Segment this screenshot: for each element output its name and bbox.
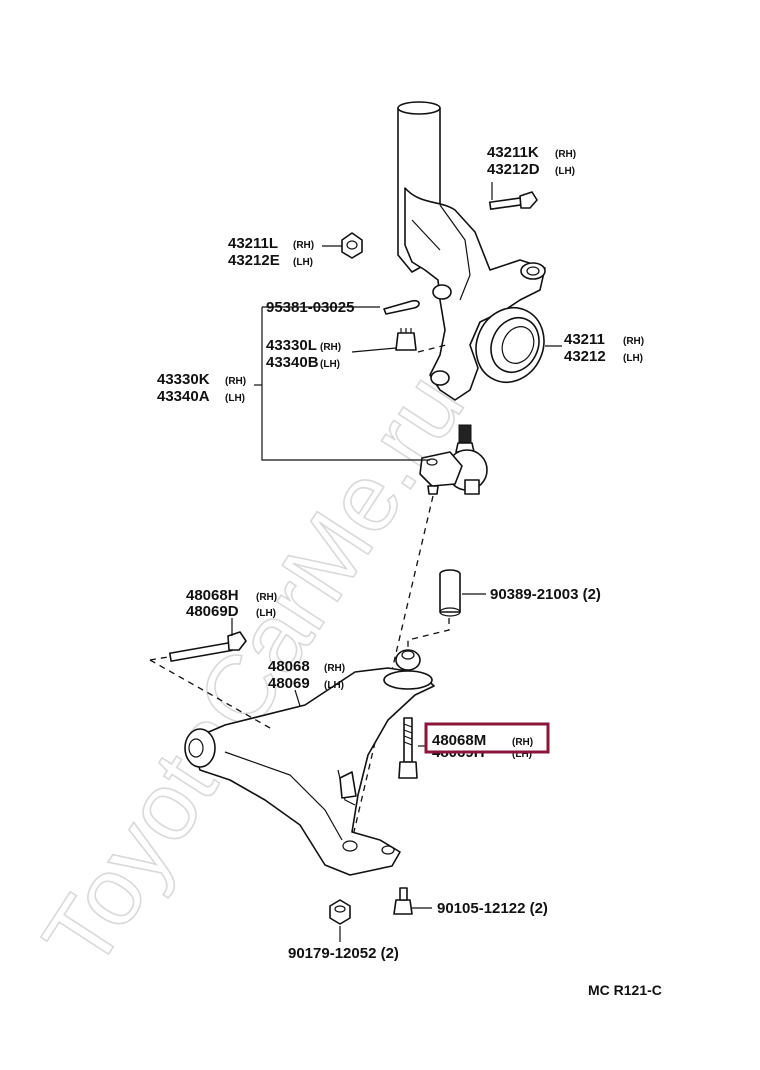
ball-joint-part[interactable] bbox=[419, 424, 488, 495]
svg-text:(RH): (RH) bbox=[225, 376, 246, 387]
highlight-box bbox=[424, 722, 550, 754]
svg-text:43212D: 43212D bbox=[487, 161, 540, 178]
svg-text:48068: 48068 bbox=[268, 658, 310, 675]
svg-text:(RH): (RH) bbox=[320, 342, 341, 353]
collar-90389-part[interactable] bbox=[439, 569, 461, 617]
bolt-48068h-part[interactable] bbox=[168, 631, 247, 662]
lower-arm-part[interactable] bbox=[184, 649, 435, 876]
svg-text:43340B: 43340B bbox=[266, 354, 319, 371]
svg-text:48069: 48069 bbox=[268, 675, 310, 692]
collar-alignment-line bbox=[407, 618, 450, 650]
bolt-43211k-part[interactable] bbox=[488, 191, 538, 210]
svg-text:43211L: 43211L bbox=[228, 235, 278, 252]
cotter-pin-part[interactable] bbox=[383, 299, 420, 315]
svg-text:(LH): (LH) bbox=[623, 353, 643, 364]
svg-text:(RH): (RH) bbox=[623, 336, 644, 347]
svg-text:(LH): (LH) bbox=[512, 749, 532, 760]
svg-text:95381-03025: 95381-03025 bbox=[266, 299, 354, 316]
label-balljoint-43330k[interactable]: 43330K (RH) 43340A (LH) bbox=[157, 371, 246, 405]
svg-text:(LH): (LH) bbox=[324, 680, 344, 691]
svg-text:(LH): (LH) bbox=[293, 257, 313, 268]
label-bolt-48068h[interactable]: 48068H (RH) 48069D (LH) bbox=[186, 587, 277, 620]
svg-text:90179-12052 (2): 90179-12052 (2) bbox=[288, 945, 399, 962]
svg-text:43212E: 43212E bbox=[228, 252, 280, 269]
svg-text:90105-12122 (2): 90105-12122 (2) bbox=[437, 900, 548, 917]
label-bolt-48068m[interactable]: 48069H (LH) 48068M (RH) bbox=[424, 722, 550, 761]
label-arm-48068[interactable]: 48068 (RH) 48069 (LH) bbox=[268, 658, 345, 692]
svg-text:(LH): (LH) bbox=[225, 393, 245, 404]
bolt-alignment-line bbox=[149, 659, 271, 729]
nut-90179-part[interactable] bbox=[329, 899, 351, 925]
label-nut-43330l[interactable]: 43330L (RH) 43340B (LH) bbox=[266, 337, 341, 371]
svg-text:90389-21003 (2): 90389-21003 (2) bbox=[490, 586, 601, 603]
svg-text:43212: 43212 bbox=[564, 348, 606, 365]
leader-lines bbox=[231, 182, 562, 942]
svg-text:(LH): (LH) bbox=[320, 359, 340, 370]
label-nut-43211l[interactable]: 43211L (RH) 43212E (LH) bbox=[228, 235, 314, 269]
diagram-reference: MC R121-C bbox=[588, 982, 662, 998]
steering-knuckle-part[interactable] bbox=[397, 101, 556, 401]
svg-text:(RH): (RH) bbox=[324, 663, 345, 674]
bolt-48068m-part[interactable] bbox=[398, 717, 418, 779]
svg-text:43211K: 43211K bbox=[487, 144, 539, 161]
svg-text:(LH): (LH) bbox=[256, 608, 276, 619]
label-collar-90389[interactable]: 90389-21003 (2) bbox=[490, 586, 601, 603]
svg-text:43330K: 43330K bbox=[157, 371, 210, 388]
svg-text:48069D: 48069D bbox=[186, 603, 239, 620]
svg-text:(LH): (LH) bbox=[555, 166, 575, 177]
label-pin-95381[interactable]: 95381-03025 bbox=[266, 299, 354, 316]
svg-text:43340A: 43340A bbox=[157, 388, 210, 405]
bolt-90105-part[interactable] bbox=[393, 887, 413, 915]
svg-text:43330L: 43330L bbox=[266, 337, 317, 354]
nut-43211l-part[interactable] bbox=[341, 232, 363, 259]
label-knuckle-43211[interactable]: 43211 (RH) 43212 (LH) bbox=[564, 331, 644, 365]
label-nut-90179[interactable]: 90179-12052 (2) bbox=[288, 945, 399, 962]
svg-text:48068M: 48068M bbox=[432, 732, 486, 749]
castle-nut-part[interactable] bbox=[395, 328, 447, 353]
svg-text:(RH): (RH) bbox=[512, 737, 533, 748]
label-bolt-90105[interactable]: 90105-12122 (2) bbox=[437, 900, 548, 917]
bolt-alignment-line-2 bbox=[149, 656, 169, 661]
svg-text:(RH): (RH) bbox=[293, 240, 314, 251]
svg-text:(RH): (RH) bbox=[256, 592, 277, 603]
svg-text:48068H: 48068H bbox=[186, 587, 239, 604]
svg-text:(RH): (RH) bbox=[555, 149, 576, 160]
svg-text:43211: 43211 bbox=[564, 331, 605, 348]
label-bolt-43211k[interactable]: 43211K (RH) 43212D (LH) bbox=[487, 144, 576, 178]
